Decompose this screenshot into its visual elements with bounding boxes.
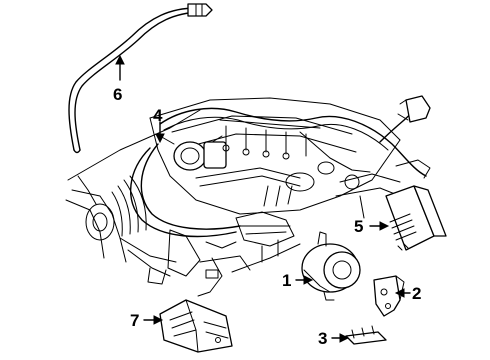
housing-part-7 <box>159 299 233 353</box>
callout-2: 2 <box>412 284 421 303</box>
callout-6: 6 <box>113 85 122 104</box>
callout-1: 1 <box>282 271 291 290</box>
callout-7: 7 <box>130 311 139 330</box>
clip-part-3 <box>345 325 387 345</box>
control-module-part-5 <box>385 185 447 251</box>
callout-3: 3 <box>318 329 327 348</box>
bracket-part-2 <box>373 275 405 317</box>
callout-leaders <box>115 54 411 343</box>
callout-4: 4 <box>153 106 163 125</box>
engine-assembly <box>65 95 431 297</box>
vacuum-servo-part-1 <box>301 231 361 301</box>
callout-5: 5 <box>354 217 363 236</box>
vacuum-hose-part-6 <box>68 3 213 154</box>
